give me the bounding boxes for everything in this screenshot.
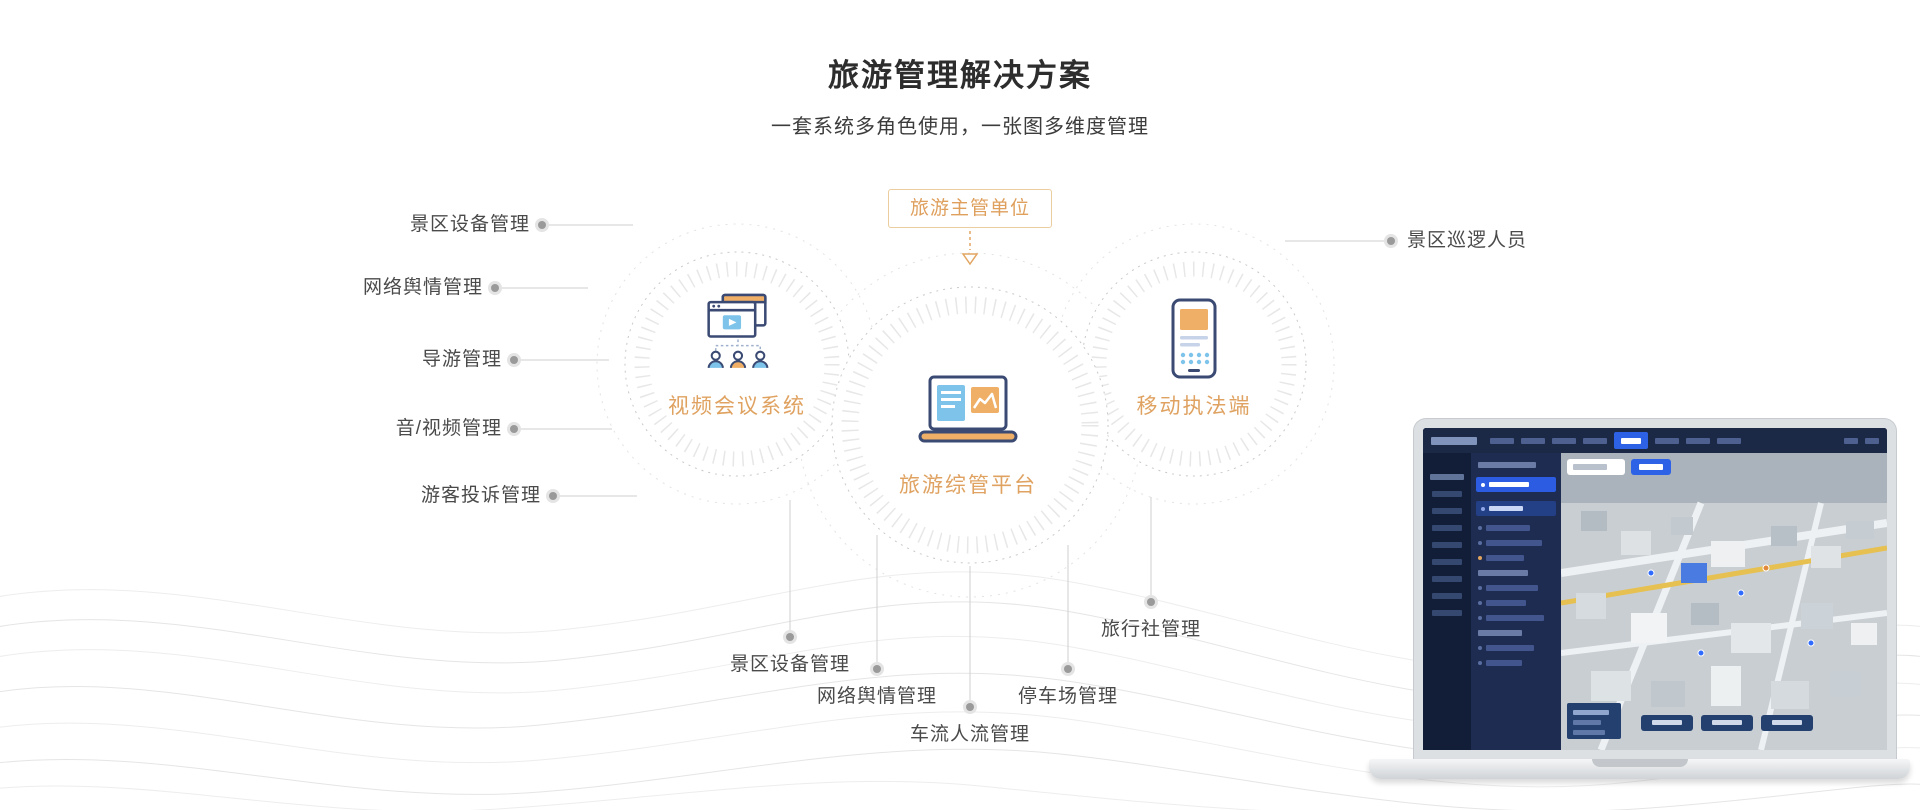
menu-skeleton-row — [1478, 600, 1554, 606]
menu-skeleton-row — [1478, 585, 1554, 591]
menu-active-row — [1476, 501, 1556, 516]
map-pane — [1560, 453, 1887, 750]
nav-skeleton-item — [1686, 437, 1710, 444]
bottom-label-device-mgmt: 景区设备管理 — [729, 654, 850, 675]
bottom-label-opinion-mgmt: 网络舆情管理 — [816, 686, 937, 707]
left-label-complaint-mgmt: 游客投诉管理 — [420, 485, 541, 506]
laptop-mockup — [1414, 419, 1896, 759]
sidebar-skeleton-item — [1432, 508, 1462, 514]
sidebar-skeleton-item — [1432, 559, 1462, 565]
wave-lines — [0, 571, 1920, 810]
dashboard-icon-sidebar — [1423, 453, 1471, 750]
menu-active-row — [1476, 477, 1556, 492]
left-label-guide-mgmt: 导游管理 — [421, 349, 502, 370]
menu-skeleton-row — [1478, 645, 1554, 651]
map-3d-view — [1560, 453, 1887, 750]
background-waves — [0, 571, 1920, 810]
page-subtitle: 一套系统多角色使用，一张图多维度管理 — [771, 116, 1149, 138]
nav-skeleton-item — [1717, 437, 1741, 444]
dashboard-menu-panel — [1471, 453, 1561, 750]
authority-arrow — [961, 231, 979, 266]
topbar-user-skeleton — [1844, 437, 1858, 444]
nav-active-bar — [1621, 437, 1641, 444]
dashboard-logo — [1431, 436, 1477, 445]
nav-skeleton-item — [1655, 437, 1679, 444]
nav-skeleton-item — [1490, 437, 1514, 444]
map-selected-building — [1681, 563, 1707, 583]
sidebar-skeleton-item — [1432, 542, 1462, 548]
sidebar-skeleton-item — [1432, 525, 1462, 531]
map-top-chips — [1567, 459, 1671, 475]
map-bottom-toolbar — [1567, 703, 1813, 739]
menu-skeleton-row — [1478, 660, 1554, 666]
video-conference-icon — [707, 293, 769, 369]
map-buildings — [1576, 511, 1877, 709]
page-title: 旅游管理解决方案 — [828, 58, 1092, 93]
nav-skeleton-item — [1552, 437, 1576, 444]
sidebar-skeleton-item — [1432, 610, 1462, 616]
nav-skeleton-item — [1521, 437, 1545, 444]
menu-skeleton-row — [1478, 555, 1554, 561]
mobile-phone-icon — [1171, 298, 1217, 379]
left-label-opinion-mgmt: 网络舆情管理 — [362, 277, 483, 298]
nav-active-item — [1614, 432, 1648, 449]
menu-skeleton-row — [1478, 615, 1554, 621]
sidebar-skeleton-item — [1432, 491, 1462, 497]
left-label-device-mgmt: 景区设备管理 — [409, 214, 530, 235]
left-label-av-mgmt: 音/视频管理 — [395, 418, 502, 439]
right-label-patrol-staff: 景区巡逻人员 — [1407, 230, 1528, 251]
bottom-label-agency-mgmt: 旅行社管理 — [1100, 619, 1201, 640]
node-label-platform: 旅游综管平台 — [899, 474, 1037, 497]
platform-laptop-icon — [918, 375, 1018, 443]
menu-skeleton-row — [1478, 540, 1554, 546]
sidebar-skeleton-item — [1432, 576, 1462, 582]
dashboard-screenshot — [1423, 428, 1887, 750]
menu-skeleton-row — [1478, 630, 1554, 636]
dashboard-body — [1423, 453, 1887, 750]
sidebar-skeleton-item — [1430, 474, 1464, 480]
menu-skeleton-row — [1478, 525, 1554, 531]
menu-skeleton-row — [1478, 570, 1554, 576]
node-label-video-conference: 视频会议系统 — [668, 395, 806, 418]
menu-skeleton-row — [1478, 462, 1554, 468]
sidebar-skeleton-item — [1432, 593, 1462, 599]
bottom-label-parking-mgmt: 停车场管理 — [1017, 686, 1118, 707]
bottom-label-flow-mgmt: 车流人流管理 — [909, 724, 1030, 745]
nav-skeleton-item — [1583, 437, 1607, 444]
node-label-mobile: 移动执法端 — [1136, 395, 1252, 418]
topbar-settings-skeleton — [1865, 437, 1879, 444]
laptop-base — [1369, 759, 1910, 779]
map-markers — [1647, 564, 1815, 657]
dashboard-topbar — [1423, 428, 1887, 453]
authority-box: 旅游主管单位 — [888, 189, 1052, 228]
